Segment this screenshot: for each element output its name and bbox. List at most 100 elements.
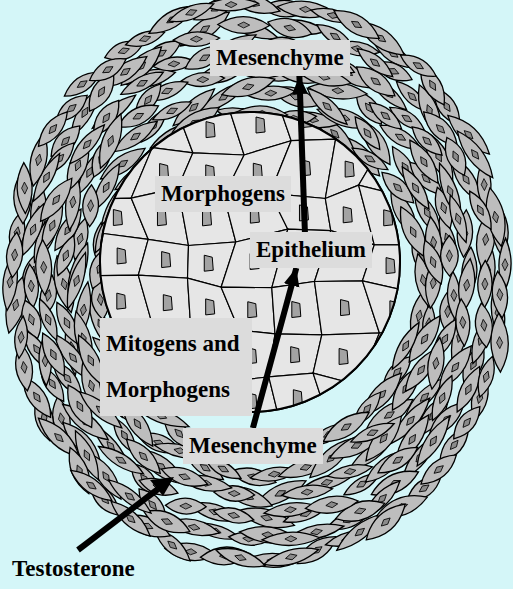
cell-nucleus [113,210,122,226]
cell-nucleus [11,249,18,262]
epithelial-cell [366,97,418,155]
mesenchyme-cell [35,239,53,295]
mesenchyme-cell [448,402,486,444]
cell-nucleus [361,127,373,140]
cell-body [106,496,154,541]
cell-nucleus [40,261,46,273]
cell-nucleus [339,348,348,364]
cell-nucleus [101,64,114,75]
cell-nucleus [117,248,126,264]
cell-nucleus [379,110,392,122]
cell-nucleus [450,150,460,163]
mesenchyme-cell [86,52,130,87]
cell-nucleus [114,455,127,466]
cell-nucleus [363,153,376,164]
mesenchyme-cell [51,233,80,278]
cell-nucleus [415,363,427,376]
cell-nucleus [265,90,277,97]
cell-nucleus [415,309,423,322]
epithelial-cell [408,322,476,381]
cell-nucleus [50,193,62,206]
cell-nucleus [100,111,112,124]
cell-body [218,16,270,34]
cell-nucleus [157,210,166,226]
cell-nucleus [408,225,419,238]
epithelial-cell [176,102,244,155]
cell-nucleus [160,516,173,526]
cell-nucleus [428,434,440,447]
cell-nucleus [410,181,421,194]
cell-nucleus [285,536,297,542]
cell-nucleus [206,299,215,315]
cell-nucleus [85,354,96,367]
cell-body [444,193,471,244]
cell-body [51,233,80,278]
cell-nucleus [48,348,59,361]
cell-nucleus [343,207,352,223]
cell-body [82,184,100,227]
mesenchyme-cell [218,16,270,34]
cell-nucleus [481,178,488,190]
cell-body [13,316,30,360]
cell-nucleus [228,490,240,497]
mesenchyme-cell [350,113,385,154]
cell-nucleus [469,148,481,161]
mesenchyme-cell [33,107,74,151]
cell-nucleus [76,78,89,90]
cell-nucleus [87,379,96,392]
mesenchyme-cell [262,531,320,546]
cell-nucleus [238,22,250,28]
cell-nucleus [112,433,121,449]
cell-nucleus [160,86,173,96]
mesenchyme-cell [34,173,79,226]
epithelial-cell [138,239,188,278]
mesenchyme-cell [353,43,397,82]
cell-nucleus [62,316,73,329]
cell-nucleus [412,60,425,71]
cell-nucleus [116,117,125,133]
mesenchyme-cell [403,136,444,188]
mesenchyme-cell [36,330,71,380]
epithelial-cell [358,369,430,424]
cell-nucleus [101,181,112,194]
cell-nucleus [340,421,353,433]
epithelial-cell [413,419,465,464]
cell-body [411,412,456,470]
cell-nucleus [299,463,312,472]
cell-nucleus [225,1,237,8]
cell-nucleus [379,516,392,529]
mesenchyme-cell [397,49,440,82]
mesenchyme-cell [304,493,359,517]
cell-nucleus [369,75,382,87]
cell-nucleus [346,113,355,129]
cell-body [35,239,53,295]
cell-nucleus [292,302,301,318]
cell-nucleus [389,346,398,362]
cell-body [304,493,359,517]
cell-nucleus [138,34,151,43]
cell-nucleus [47,123,59,136]
cell-nucleus [69,196,76,209]
cell-nucleus [400,113,413,125]
cell-nucleus [74,400,85,413]
cell-nucleus [463,279,471,292]
cell-nucleus [301,488,314,495]
mesenchyme-cell [360,498,411,547]
cell-body [212,504,255,527]
cell-body [326,461,374,482]
cell-nucleus [393,433,402,449]
node-text: Epithelium [256,235,366,265]
cell-nucleus [496,288,503,301]
node-text: Mesenchyme [216,43,344,73]
cell-nucleus [427,79,438,92]
cell-nucleus [461,416,473,429]
cell-nucleus [406,90,419,103]
cell-nucleus [129,131,142,143]
epithelial-cell [404,154,465,201]
cell-nucleus [391,454,404,466]
mesenchyme-cell [411,412,456,470]
mesenchyme-cell [118,66,167,100]
epithelial-cell [404,196,470,245]
cell-nucleus [386,258,395,274]
label-box: Mesenchyme [183,428,323,464]
